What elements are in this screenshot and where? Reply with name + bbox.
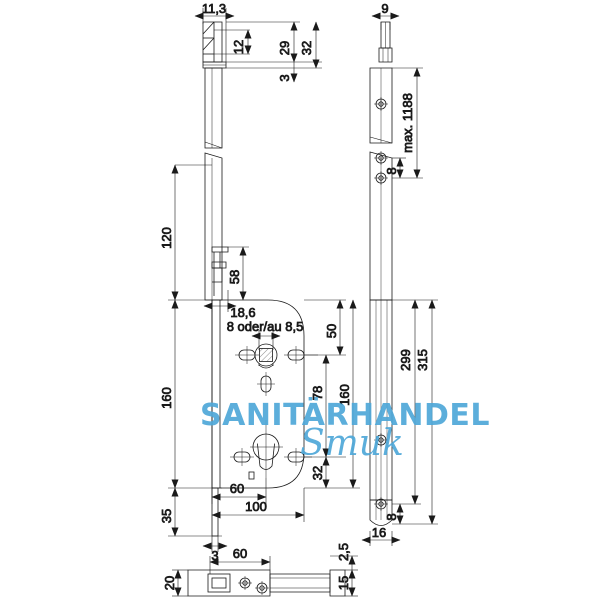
dim-side-9: 9: [381, 1, 388, 16]
dim-side-8-lower: 8: [384, 513, 399, 520]
side-view-strip: [369, 21, 393, 526]
dim-side-299: 299: [398, 349, 413, 371]
faceplate-strip-front: [202, 61, 227, 301]
dim-side-16: 16: [372, 525, 386, 540]
dim-top-32: 32: [299, 41, 314, 55]
dim-plan-3: 3: [211, 548, 218, 563]
plan-screw-hole-2: [255, 581, 269, 595]
plan-square-hole: [207, 573, 231, 593]
fixing-hole-center-lower: [257, 372, 275, 396]
dim-top-3: 3: [277, 74, 292, 81]
dim-top-width: 11,3: [202, 1, 226, 16]
dim-body-160: 160: [337, 384, 352, 406]
dim-body-18-6: 18,6: [230, 305, 255, 320]
dim-side-315: 315: [415, 349, 430, 371]
dim-side-8-upper: 8: [384, 167, 399, 174]
dim-body-50: 50: [324, 324, 339, 338]
dim-side-max-1188: max. 1188: [400, 93, 415, 153]
fixing-hole-left-upper: [235, 346, 259, 364]
dim-left-35: 35: [159, 509, 174, 523]
dim-body-58: 58: [227, 270, 242, 284]
watermark: SANITÄRHANDEL Smuk: [200, 397, 490, 464]
dim-body-note: 8 oder/au 8,5: [227, 319, 304, 334]
dim-body-60: 60: [230, 481, 244, 496]
side-screw-holes: [374, 97, 388, 511]
dim-top-12: 12: [231, 40, 246, 54]
dimension-texts: 11,3 12 29 32 3 9 max. 1188 8 299 315 8 …: [159, 1, 431, 591]
dim-plan-20: 20: [162, 576, 177, 590]
fixing-hole-left-lower: [230, 448, 254, 466]
lock-body-case: [211, 299, 305, 489]
dim-plan-2-5: 2,5: [336, 543, 351, 561]
dim-body-78: 78: [310, 386, 325, 400]
dim-body-100: 100: [245, 499, 267, 514]
dim-top-29: 29: [277, 41, 292, 55]
dim-body-32: 32: [310, 466, 325, 480]
dimension-lines: [168, 8, 438, 597]
dim-left-120: 120: [159, 227, 174, 249]
keyhole-marker: [248, 471, 255, 480]
faceplate-tail-front: [211, 487, 219, 537]
dim-left-160: 160: [159, 387, 174, 409]
euro-cylinder-hole: [248, 420, 283, 480]
follower-spindle-hole: [254, 343, 278, 369]
latch-bolt-detail: [211, 246, 229, 296]
watermark-line1: SANITÄRHANDEL: [200, 397, 490, 433]
bottom-plan-view-body: [187, 569, 346, 597]
faceplate-top-detail: [202, 21, 223, 63]
plan-screw-hole-1: [238, 576, 252, 590]
dim-plan-15: 15: [336, 576, 351, 590]
watermark-line2: Smuk: [300, 423, 404, 464]
dim-plan-60: 60: [233, 546, 247, 561]
